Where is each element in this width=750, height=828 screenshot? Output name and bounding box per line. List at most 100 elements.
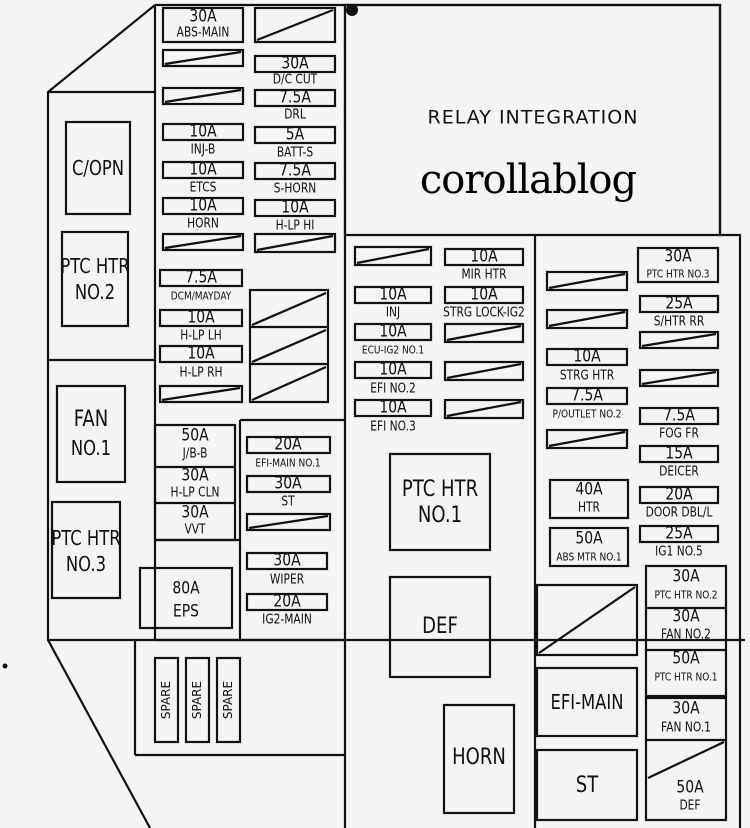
fuse-ptc-htr-no3-name: PTC HTR NO.3: [646, 267, 710, 281]
fuse-inj-amp: 10A: [379, 284, 407, 305]
fuse-fan-no2-amp: 30A: [672, 606, 700, 627]
fuse-blank-r1a: [545, 270, 629, 292]
fuse-strg-lock-ig2: [443, 285, 525, 305]
fuse-ig1-no5: [638, 524, 720, 544]
fuse-h-lp-lh-name: H-LP LH: [180, 328, 222, 344]
relay-blank-r1: [535, 583, 639, 657]
fuse-abs-main: [161, 6, 245, 44]
fuse-ig2-main: [245, 592, 329, 612]
fuse-h-lp-cln-name: H-LP CLN: [170, 485, 220, 501]
fuse-door-dbl-l-amp: 20A: [665, 484, 693, 505]
fuse-abs-mtr-no1-name: ABS MTR NO.1: [556, 550, 622, 564]
relay-st: [535, 748, 639, 822]
fuse-dcm-mayday: [158, 268, 244, 288]
relay-efi-main: [535, 666, 639, 738]
fuse-wiper-name: WIPER: [269, 572, 305, 588]
fuse-batt-s-amp: 5A: [285, 124, 305, 145]
fuse-s-horn-amp: 7.5A: [279, 160, 311, 181]
fuse-dcm-mayday-name: DCM/MAYDAY: [170, 289, 232, 303]
fuse-fan-no2-name: FAN NO.2: [661, 627, 711, 643]
fuse-fog-fr-name: FOG FR: [659, 426, 699, 442]
fuse-dc-cut-name: D/C CUT: [272, 72, 318, 88]
fuse-vvt-name: VVT: [184, 522, 206, 538]
fuse-ig1-no5-name: IG1 NO.5: [655, 544, 703, 560]
relay-ptc-htr-no1: [388, 452, 492, 552]
fuse-blank-r2b: [638, 368, 720, 388]
fuse-inj-b: [161, 122, 245, 142]
fuse-fog-fr: [638, 406, 720, 426]
fuse-s-htr-rr-amp: 25A: [665, 293, 693, 314]
fuse-ecu-ig2-no1-name: ECU-IG2 NO.1: [361, 343, 425, 357]
relay-block-c2: [248, 288, 330, 404]
fuse-spare-2-label: SPARE: [190, 680, 204, 720]
fuse-efi-no2-amp: 10A: [379, 359, 407, 380]
fuse-deicer: [638, 444, 720, 464]
fuse-eps-name: EPS: [172, 601, 200, 622]
fuse-abs-main-amp: 30A: [189, 6, 217, 27]
relay-horn: [442, 703, 516, 815]
fuse-batt-s-name: BATT-S: [276, 145, 314, 161]
relay-ptc-htr-no2-line1: PTC HTR: [60, 254, 130, 278]
fuse-etcs-amp: 10A: [189, 159, 217, 180]
fuse-dcm-mayday-amp: 7.5A: [185, 267, 217, 288]
relay-def-label: DEF: [422, 614, 458, 639]
fuse-fan-no1-group: [644, 696, 728, 822]
fuse-ptc-htr-no3: [636, 246, 720, 284]
fuse-inj: [353, 285, 433, 305]
fuse-abs-main-name: ABS-MAIN: [176, 25, 230, 41]
fuse-p-outlet-no2-amp: 7.5A: [571, 385, 603, 406]
fuse-s-horn: [253, 161, 337, 181]
fuse-blank-m2a: [443, 322, 525, 344]
fuse-def-name: DEF: [679, 798, 701, 814]
fuse-blank-r1b: [545, 308, 629, 330]
fuse-htr-name: HTR: [578, 500, 600, 516]
fuse-fan-no1-name: FAN NO.1: [661, 720, 711, 736]
fuse-wiper-amp: 30A: [273, 550, 301, 571]
fuse-door-dbl-l-name: DOOR DBL/L: [645, 505, 713, 521]
relay-c-opn-label: C/OPN: [71, 156, 125, 180]
fuse-h-lp-hi: [253, 198, 337, 218]
fuse-eps: [138, 566, 234, 630]
fuse-blank-m1: [353, 245, 433, 267]
fuse-def-amp: 50A: [676, 777, 704, 798]
fuse-ig2-main-amp: 20A: [273, 591, 301, 612]
fuse-h-lp-hi-name: H-LP HI: [275, 218, 315, 234]
fuse-h-lp-rh-name: H-LP RH: [179, 365, 223, 381]
fuse-inj-b-amp: 10A: [189, 121, 217, 142]
relay-ptc-htr-no3-line2: NO.3: [65, 552, 107, 576]
relay-st-label: ST: [575, 773, 599, 798]
relay-ptc-htr-no1-line1: PTC HTR: [401, 477, 479, 502]
relay-ptc-htr-no3-line1: PTC HTR: [51, 526, 121, 550]
fuse-h-lp-cln-amp: 30A: [181, 465, 209, 486]
fuse-ecu-ig2-no1-amp: 10A: [379, 321, 407, 342]
fuse-inj-name: INJ: [385, 305, 401, 321]
fuse-spare-2: [184, 656, 211, 744]
fuse-ptc-htr-no1-name: PTC HTR NO.1: [654, 670, 718, 684]
fuse-spare-1-label: SPARE: [159, 680, 173, 720]
fuse-mir-htr-name: MIR HTR: [461, 267, 507, 283]
fuse-jb-b-amp: 50A: [181, 425, 209, 446]
relay-ptc-htr-no2-line2: NO.2: [74, 280, 116, 304]
fuse-blank-c1a: [161, 48, 245, 68]
fuse-spare-3-label: SPARE: [221, 680, 235, 720]
relay-ptc-htr-no3: [50, 500, 122, 600]
fuse-mir-htr: [443, 247, 525, 267]
fuse-h-lp-rh-amp: 10A: [187, 343, 215, 364]
fuse-spare-3: [215, 656, 242, 744]
fuse-jb-b-name: J/B-B: [182, 446, 208, 462]
fuse-drl-name: DRL: [284, 107, 306, 123]
fuse-efi-no3-amp: 10A: [379, 397, 407, 418]
fuse-drl-amp: 7.5A: [279, 87, 311, 108]
fuse-inj-b-name: INJ-B: [190, 142, 216, 158]
fuse-efi-main-no1: [245, 435, 332, 455]
fuse-abs-mtr-no1-amp: 50A: [575, 528, 603, 549]
fuse-wiper: [245, 551, 329, 571]
fuse-h-lp-lh-amp: 10A: [187, 307, 215, 328]
relay-fan-no1-line2: NO.1: [70, 436, 112, 460]
fuse-blank-m2c: [443, 398, 525, 420]
fuse-efi-no2-name: EFI NO.2: [370, 381, 416, 397]
fuse-ig1-no5-amp: 25A: [665, 523, 693, 544]
fuse-ptc-htr-no2-amp: 30A: [672, 566, 700, 587]
relay-ptc-htr-no1-line2: NO.1: [417, 503, 463, 528]
